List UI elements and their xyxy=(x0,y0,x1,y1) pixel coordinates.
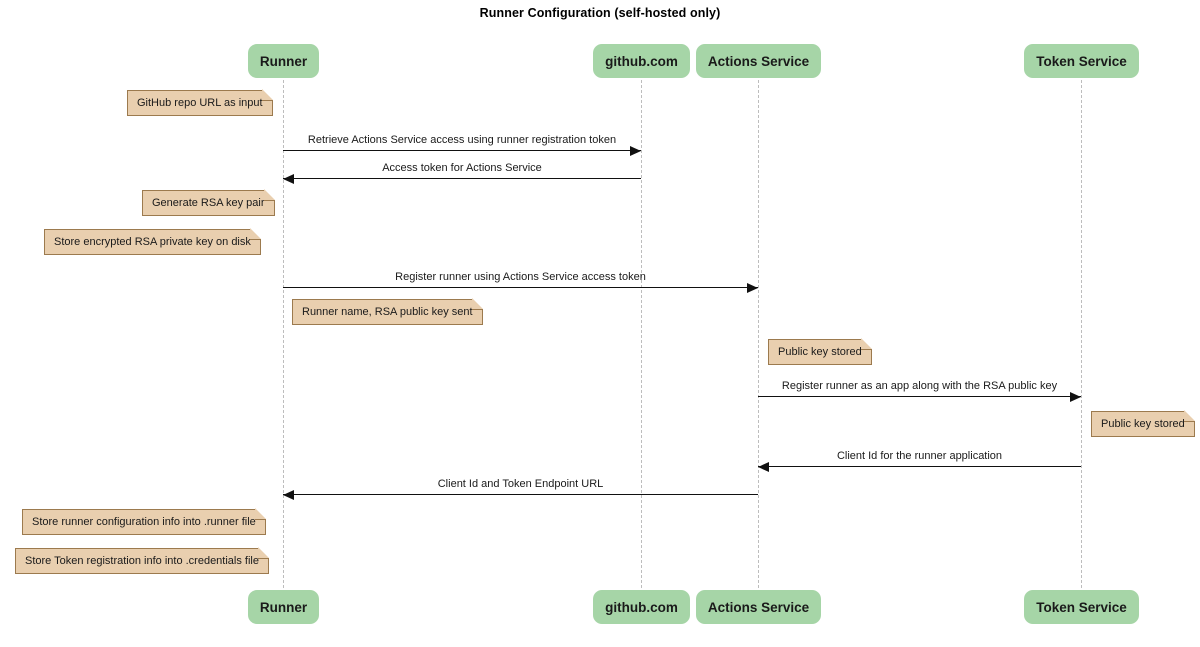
note-n1: GitHub repo URL as input xyxy=(127,89,273,116)
participant-token-bottom[interactable]: Token Service xyxy=(1024,590,1139,624)
arrowhead-m2 xyxy=(283,174,294,184)
participant-runner[interactable]: Runner xyxy=(248,44,319,78)
arrowhead-m4 xyxy=(1070,392,1081,402)
lifeline-runner xyxy=(283,80,284,588)
note-fold-corner-icon xyxy=(255,508,266,520)
note-fold-corner-icon xyxy=(472,298,483,310)
participant-github-bottom[interactable]: github.com xyxy=(593,590,690,624)
note-n6: Public key stored xyxy=(1091,410,1195,437)
participant-label: github.com xyxy=(605,53,678,69)
note-n3: Store encrypted RSA private key on disk xyxy=(44,228,261,255)
note-label: Public key stored xyxy=(778,346,862,358)
note-n5: Public key stored xyxy=(768,338,872,365)
message-line-m6 xyxy=(283,494,758,495)
participant-label: Actions Service xyxy=(707,53,810,69)
message-line-m2 xyxy=(283,178,641,179)
note-n2: Generate RSA key pair xyxy=(142,189,275,216)
note-label: Store runner configuration info into .ru… xyxy=(32,516,256,528)
message-line-m5 xyxy=(758,466,1081,467)
note-n4: Runner name, RSA public key sent xyxy=(292,298,483,325)
diagram-title: Runner Configuration (self-hosted only) xyxy=(479,6,721,20)
participant-token[interactable]: Token Service xyxy=(1024,44,1139,78)
message-label-m6: Client Id and Token Endpoint URL xyxy=(437,478,604,490)
message-line-m4 xyxy=(758,396,1081,397)
message-line-m3 xyxy=(283,287,758,288)
note-label: Public key stored xyxy=(1101,418,1185,430)
note-n7: Store runner configuration info into .ru… xyxy=(22,508,266,535)
participant-github[interactable]: github.com xyxy=(593,44,690,78)
note-n8: Store Token registration info into .cred… xyxy=(15,547,269,574)
lifeline-github xyxy=(641,80,642,588)
message-label-m3: Register runner using Actions Service ac… xyxy=(395,271,646,283)
note-label: Generate RSA key pair xyxy=(152,197,265,209)
note-fold-corner-icon xyxy=(258,547,269,559)
arrowhead-m3 xyxy=(747,283,758,293)
participant-label: github.com xyxy=(605,599,678,615)
note-label: Runner name, RSA public key sent xyxy=(302,306,473,318)
note-label: GitHub repo URL as input xyxy=(137,97,263,109)
message-label-m2: Access token for Actions Service xyxy=(382,162,542,174)
note-label: Store Token registration info into .cred… xyxy=(25,555,259,567)
participant-label: Runner xyxy=(259,599,308,615)
participant-label: Token Service xyxy=(1036,53,1127,69)
note-fold-corner-icon xyxy=(861,338,872,350)
note-fold-corner-icon xyxy=(262,89,273,101)
note-fold-corner-icon xyxy=(264,189,275,201)
arrowhead-m1 xyxy=(630,146,641,156)
note-label: Store encrypted RSA private key on disk xyxy=(54,236,251,248)
participant-label: Actions Service xyxy=(707,599,810,615)
participant-label: Token Service xyxy=(1036,599,1127,615)
lifeline-actions xyxy=(758,80,759,588)
participant-label: Runner xyxy=(259,53,308,69)
note-fold-corner-icon xyxy=(1184,410,1195,422)
participant-runner-bottom[interactable]: Runner xyxy=(248,590,319,624)
message-label-m4: Register runner as an app along with the… xyxy=(781,380,1058,392)
message-line-m1 xyxy=(283,150,641,151)
message-label-m1: Retrieve Actions Service access using ru… xyxy=(307,134,617,146)
participant-actions[interactable]: Actions Service xyxy=(696,44,821,78)
note-fold-corner-icon xyxy=(250,228,261,240)
message-label-m5: Client Id for the runner application xyxy=(836,450,1003,462)
arrowhead-m5 xyxy=(758,462,769,472)
participant-actions-bottom[interactable]: Actions Service xyxy=(696,590,821,624)
lifeline-token xyxy=(1081,80,1082,588)
arrowhead-m6 xyxy=(283,490,294,500)
